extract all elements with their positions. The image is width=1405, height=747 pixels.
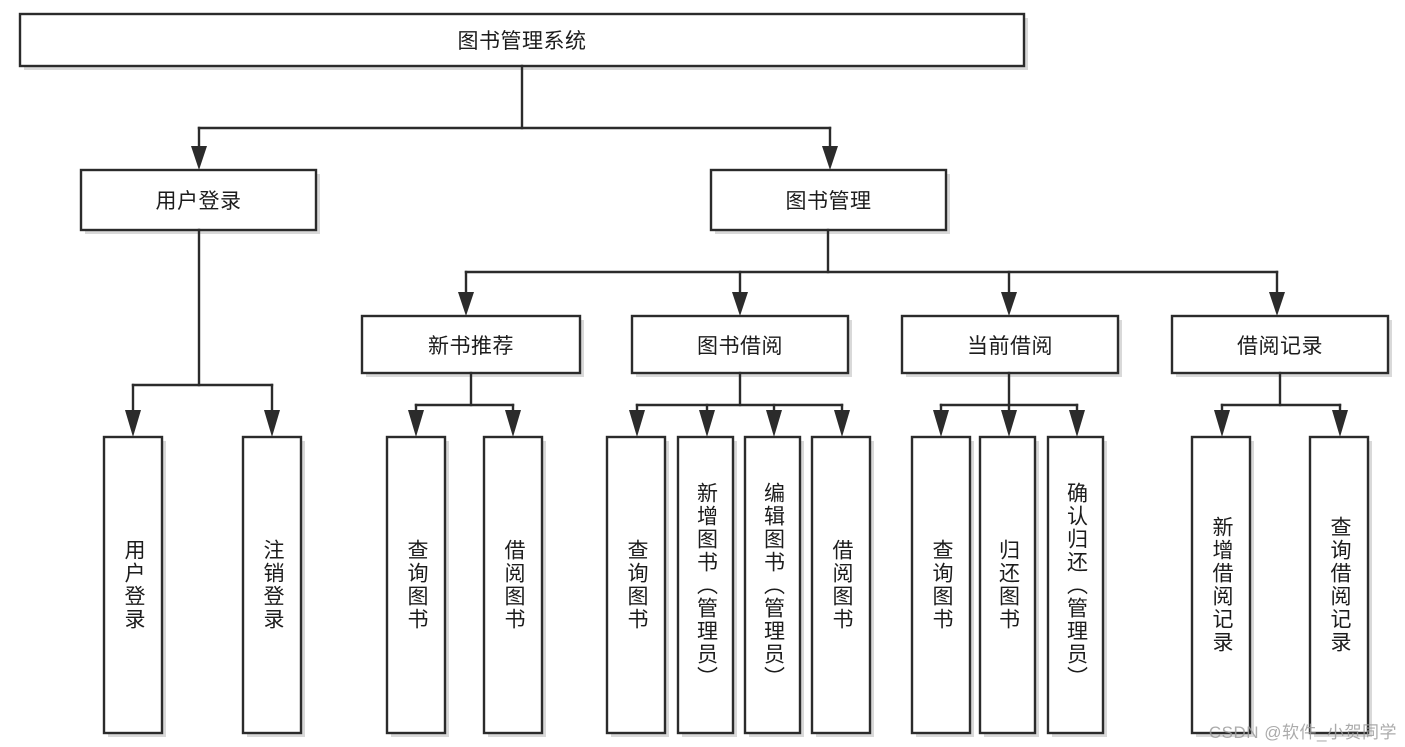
watermark-text: CSDN @软件_小贺同学 (1208, 723, 1397, 742)
edge-book-borrow-to-leaves (629, 371, 850, 437)
leaf-book-borrow-3[interactable] (743, 435, 804, 737)
node-root[interactable] (18, 12, 1028, 70)
node-borrow-record[interactable] (1170, 314, 1392, 377)
edge-new-book-to-leaves (408, 371, 521, 437)
node-book-management[interactable] (709, 168, 950, 234)
edge-root-to-level2 (191, 64, 838, 170)
leaf-borrow-record-2[interactable] (1308, 435, 1372, 737)
leaf-current-borrow-2[interactable] (978, 435, 1039, 737)
leaf-book-borrow-4[interactable] (810, 435, 874, 737)
edge-user-login-to-leaves (125, 228, 280, 437)
node-current-borrow[interactable] (900, 314, 1122, 377)
node-user-login[interactable] (79, 168, 320, 234)
leaf-new-book-1[interactable] (385, 435, 449, 737)
node-book-borrow[interactable] (630, 314, 852, 377)
leaf-user-login-2[interactable] (241, 435, 305, 737)
edge-current-borrow-to-leaves (933, 371, 1085, 437)
edge-book-management-to-level3 (458, 228, 1285, 316)
edge-borrow-record-to-leaves (1214, 371, 1348, 437)
node-new-book-recommend[interactable] (360, 314, 584, 377)
leaf-book-borrow-2[interactable] (676, 435, 737, 737)
leaf-current-borrow-3[interactable] (1046, 435, 1107, 737)
leaf-new-book-2[interactable] (482, 435, 546, 737)
leaf-borrow-record-1[interactable] (1190, 435, 1254, 737)
leaf-current-borrow-1[interactable] (910, 435, 974, 737)
leaf-user-login-1[interactable] (102, 435, 166, 737)
leaf-book-borrow-1[interactable] (605, 435, 669, 737)
